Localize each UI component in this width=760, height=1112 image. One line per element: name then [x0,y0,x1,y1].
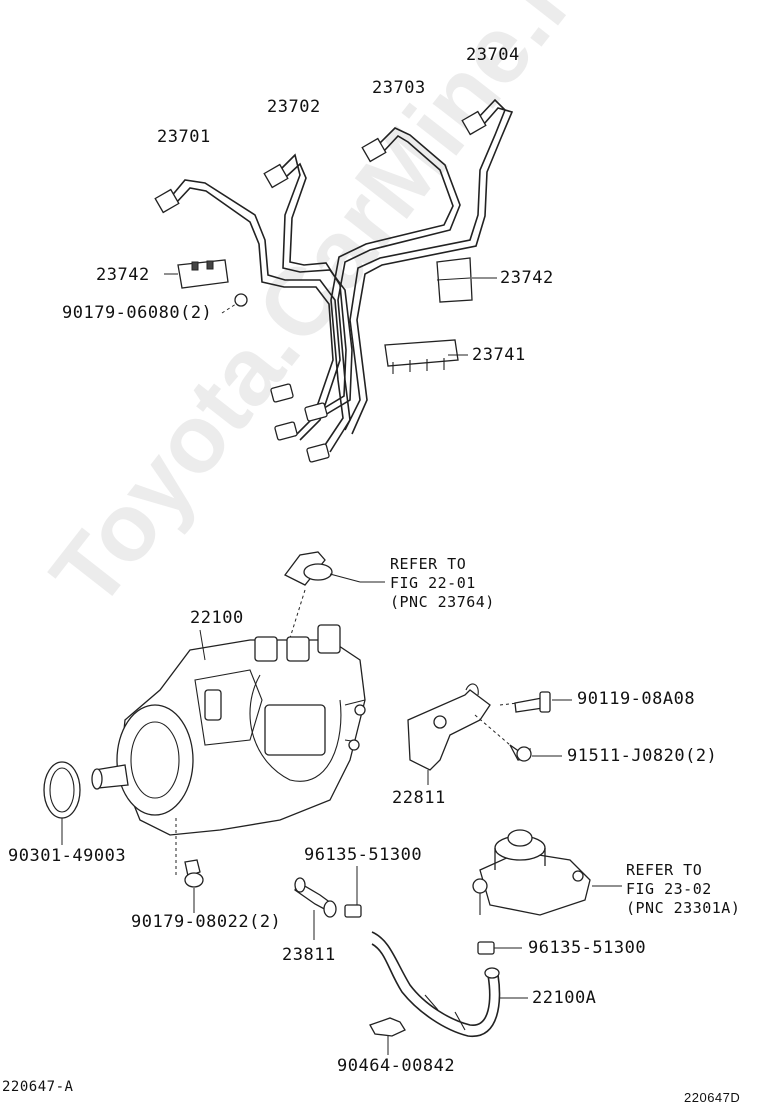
part-label-22811: 22811 [392,788,446,808]
part-label-23742-left: 23742 [96,265,150,285]
refer-note-pnc: (PNC 23764) [390,593,495,611]
refer-note-line: FIG 22-01 [390,574,476,592]
part-label-23811: 23811 [282,945,336,965]
refer-note-line: REFER TO [626,861,703,879]
part-label-90301-49003: 90301-49003 [8,846,127,866]
nut-90179-06080 [221,293,248,314]
clamp-23742-left [164,259,229,289]
refer-note-fig-23-02: REFER TO FIG 23-02 (PNC 23301A) [626,861,740,918]
part-label-90119-08A08: 90119-08A08 [577,689,696,709]
part-label-90464-00842: 90464-00842 [337,1056,456,1076]
part-label-22100A: 22100A [532,988,597,1008]
part-label-91511-J0820: 91511-J0820(2) [567,746,718,766]
bolt-91511-J0820 [509,744,562,762]
part-label-23741: 23741 [472,345,526,365]
hose-fittings-group [294,866,528,1055]
pipe-23704 [344,98,514,435]
refer-note-pnc: (PNC 23301A) [626,899,741,917]
injection-pipes-group [154,98,514,463]
part-label-90179-08022: 90179-08022(2) [131,912,282,932]
part-label-96135-51300-top: 96135-51300 [304,845,423,865]
part-label-90179-06080: 90179-06080(2) [62,303,213,323]
part-label-23742-right: 23742 [500,268,554,288]
o-ring-90301-49003 [43,761,81,845]
refer-note-line: REFER TO [390,555,467,573]
part-label-23702: 23702 [267,97,321,117]
figure-code-right: 220647D [684,1090,741,1105]
part-label-23704: 23704 [466,45,520,65]
clamp-23742-right [436,257,497,303]
fuel-filter-assy [472,829,622,916]
nut-90179-08022 [184,859,204,913]
part-label-23703: 23703 [372,78,426,98]
part-label-23701: 23701 [157,127,211,147]
refer-note-line: FIG 23-02 [626,880,712,898]
refer-note-fig-22-01: REFER TO FIG 22-01 (PNC 23764) [390,555,495,612]
pipe-23703 [322,127,461,453]
bolt-90119-08A08 [514,691,572,713]
clamp-23741 [384,339,468,374]
bracket-22811 [407,683,519,785]
pipe-23702 [263,153,353,416]
part-label-22100: 22100 [190,608,244,628]
injection-pump-22100 [91,551,385,875]
part-label-96135-51300-right: 96135-51300 [528,938,647,958]
figure-code-left: 220647-A [2,1079,74,1095]
